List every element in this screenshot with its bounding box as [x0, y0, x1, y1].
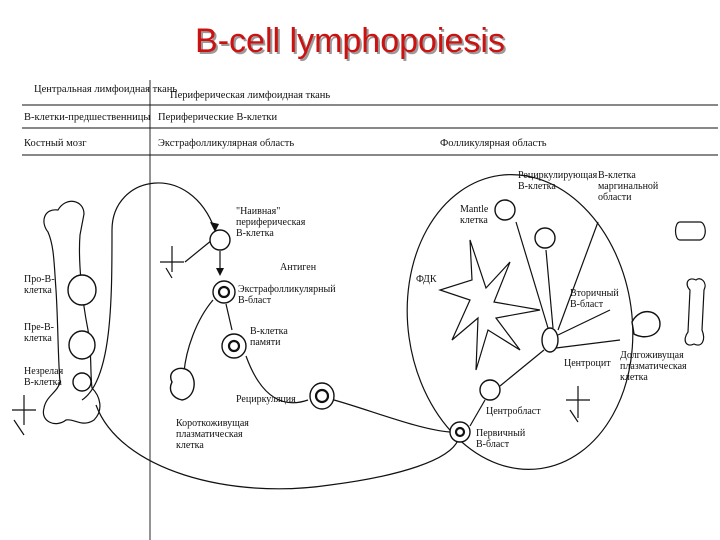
arrow-primary-to-centroblast	[469, 399, 486, 427]
marginal-zone-label: В-клетка маргинальной области	[598, 170, 659, 203]
long-lived-plasma-label: Долгоживущая плазматическая клетка	[620, 350, 687, 383]
memory-nucleus	[227, 339, 241, 353]
naive-connector	[184, 239, 213, 263]
centroblast-cell	[479, 379, 501, 401]
arrowhead	[210, 222, 219, 232]
pro-b-cell	[67, 274, 97, 306]
centrocyte-label: Центроцит	[564, 358, 611, 369]
long-lived-plasma-cell	[631, 311, 661, 338]
receptor-left	[12, 395, 36, 436]
extrafollicular-label: Экстрафолликулярная область	[158, 138, 295, 149]
blast-nucleus	[217, 285, 231, 299]
recirculation-arrow	[245, 355, 309, 404]
arrow-centroblast-to-centrocyte	[499, 349, 545, 387]
primary-blast-label: Первичный В-бласт	[476, 428, 526, 450]
pre-b-cell	[68, 330, 96, 360]
arrow-to-short-lived	[183, 299, 214, 373]
arrow-centrocyte-to-secondary	[557, 309, 611, 336]
recirculating-nucleus	[314, 388, 330, 404]
receptor-centrocyte	[566, 386, 590, 423]
naive-b-cell	[209, 229, 231, 251]
follicular-label: Фолликулярная область	[440, 138, 547, 149]
bone-marrow-label: Костный мозг	[24, 138, 87, 149]
antigen-label: Антиген	[280, 262, 317, 273]
secondary-blast-label: Вторичный В-бласт	[570, 288, 619, 310]
mantle-label: Mantle клетка	[460, 204, 489, 226]
fdc-cell	[438, 239, 541, 371]
recirc-to-primary	[333, 399, 451, 433]
slide-title: B-cell lymphopoiesis	[195, 22, 505, 60]
immature-b-label: Незрелая В-клетка	[24, 366, 64, 388]
arrow-to-memory	[225, 303, 233, 331]
pre-b-label: Пре-В-клетка	[24, 322, 54, 344]
memory-b-label: В-клетка памяти	[250, 326, 288, 348]
central-cells-label: В-клетки-предшественницы	[24, 112, 151, 123]
naive-peripheral-label: "Наивная" периферическая В-клетка	[236, 206, 306, 239]
centrocyte-cell	[541, 327, 559, 353]
arrowhead	[216, 268, 224, 276]
receptor-naive	[160, 246, 184, 279]
short-lived-plasma-cell	[169, 367, 195, 401]
central-header: Центральная лимфоидная ткань	[34, 84, 178, 95]
immature-b-cell	[72, 372, 92, 392]
fdc-label: ФДК	[416, 274, 437, 285]
recirculating-b-label: Рециркулирующая В-клетка	[518, 170, 598, 192]
bone-right-icon	[684, 278, 706, 346]
arrow-centrocyte-to-mantle	[515, 221, 549, 329]
antibody-icon	[674, 221, 706, 241]
table-grid	[22, 80, 718, 540]
arrow-centrocyte-to-plasma	[555, 339, 621, 349]
mantle-cell	[494, 199, 516, 221]
extrafollicular-blast-label: Экстрафолликулярный В-бласт	[238, 284, 336, 306]
pro-b-label: Про-В-клетка	[24, 274, 55, 296]
recirculating-b-cell	[534, 227, 556, 249]
bone-icon	[42, 200, 101, 425]
peripheral-cells-label: Периферические В-клетки	[158, 112, 278, 123]
short-lived-plasma-label: Короткоживущая плазматическая клетка	[176, 418, 249, 451]
arrow-centrocyte-to-marginal	[557, 221, 599, 331]
primary-blast-nucleus	[454, 426, 466, 438]
recirculation-label: Рециркуляция	[236, 394, 296, 405]
migration-path-naive	[81, 182, 216, 401]
germinal-center	[406, 174, 634, 470]
peripheral-header: Периферическая лимфоидная ткань	[170, 90, 331, 101]
centroblast-label: Центробласт	[486, 406, 541, 417]
arrow-centrocyte-to-recirc	[545, 249, 554, 329]
migration-path-primary	[95, 404, 459, 490]
